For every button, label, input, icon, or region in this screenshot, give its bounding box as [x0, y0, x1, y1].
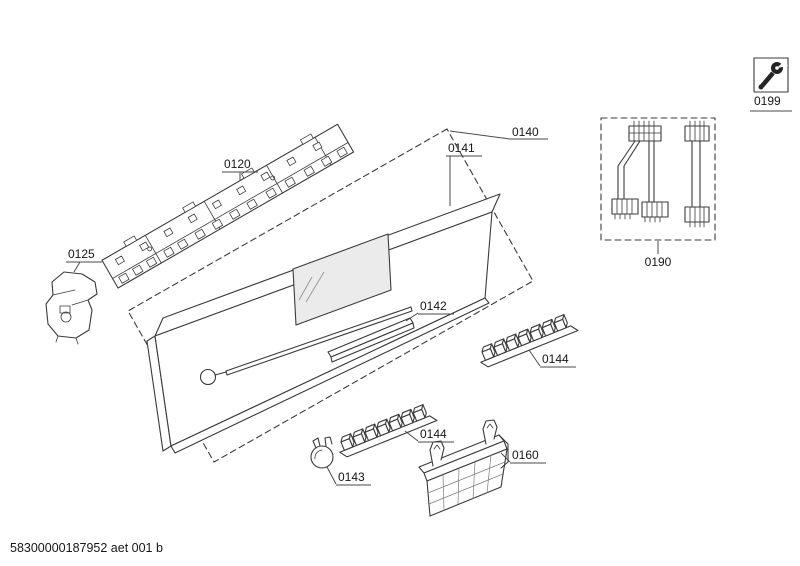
label-0120: 0120 [222, 157, 258, 181]
part-label-0144-b: 0144 [420, 427, 447, 441]
part-label-0199: 0199 [754, 94, 781, 108]
panel-button-hole [199, 368, 217, 386]
part-label-0144-a: 0144 [542, 352, 569, 366]
label-0160: 0160 [500, 448, 546, 464]
harness-left [611, 120, 669, 223]
assembly-outline-0140 [127, 128, 534, 463]
part-label-0143: 0143 [338, 470, 365, 484]
label-0190: 0190 [645, 241, 672, 269]
harness-right [684, 120, 710, 228]
label-0142: 0142 [405, 299, 454, 322]
label-0199: 0199 [754, 94, 781, 108]
cable-harness-0190 [600, 117, 716, 241]
label-0125: 0125 [66, 247, 102, 273]
label-0140: 0140 [449, 125, 548, 140]
part-label-0142: 0142 [420, 299, 447, 313]
bottom-bracket-0160 [418, 419, 509, 517]
label-0141: 0141 [446, 141, 482, 206]
bracket-0125 [45, 271, 98, 345]
labels: 0120 0125 0140 0141 0142 0143 0144 0144 [66, 94, 781, 486]
part-label-0140: 0140 [512, 125, 539, 139]
display-window [292, 233, 392, 326]
part-label-0125: 0125 [68, 247, 95, 261]
label-0144-b: 0144 [404, 427, 454, 443]
document-code: 58300000187952 aet 001 b [10, 541, 163, 555]
part-label-0190: 0190 [645, 255, 672, 269]
service-wrench-icon [750, 57, 792, 112]
label-0144-a: 0144 [528, 349, 576, 368]
panel-slot [225, 306, 413, 376]
part-label-0160: 0160 [512, 448, 539, 462]
control-module-0120 [101, 123, 355, 289]
label-0143: 0143 [326, 466, 371, 486]
part-label-0120: 0120 [224, 157, 251, 171]
part-label-0141: 0141 [448, 141, 475, 155]
knob-0143 [310, 436, 334, 469]
front-panel-0141 [146, 193, 501, 454]
trim-strip-0142 [327, 317, 415, 363]
